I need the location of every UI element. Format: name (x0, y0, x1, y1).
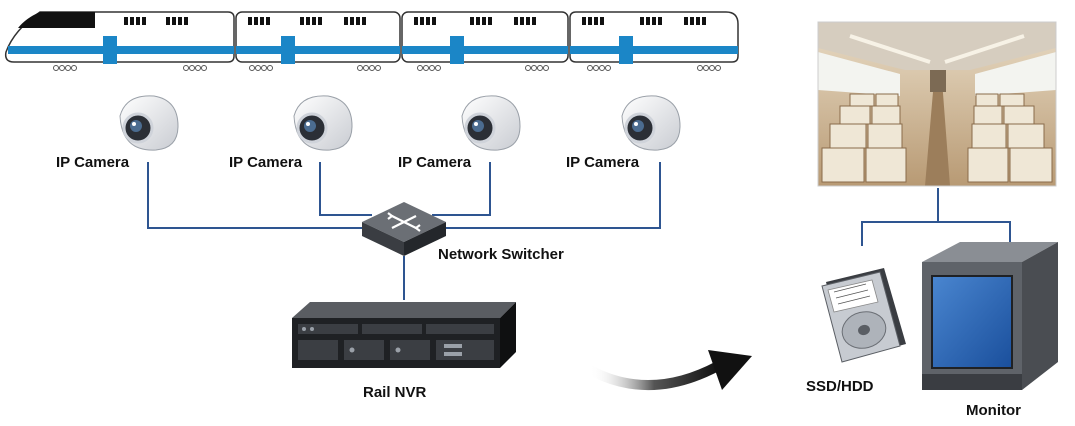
ip-camera-2 (293, 95, 353, 151)
train-car-2 (235, 11, 401, 71)
ip-camera-4 (621, 95, 681, 151)
wire-camera-4 (440, 162, 661, 229)
wire-camera-2 (319, 162, 372, 216)
train-stripe (8, 46, 234, 54)
network-switch (362, 202, 446, 256)
camera-2-label: IP Camera (229, 154, 303, 171)
train-interior-photo (817, 21, 1057, 187)
switch-label: Network Switcher (438, 246, 564, 263)
monitor-label: Monitor (966, 402, 1021, 419)
camera-1-label: IP Camera (56, 154, 130, 171)
train-car-tail (569, 11, 739, 71)
monitor-icon (922, 242, 1058, 390)
hard-drive-icon (821, 268, 906, 363)
train (4, 11, 739, 71)
network-wiring (147, 162, 1011, 300)
nvr-label: Rail NVR (363, 384, 427, 401)
wire-camera-3 (432, 162, 491, 216)
switch-arrows-icon (387, 212, 421, 232)
train-car-lead (4, 11, 235, 71)
camera-3-label: IP Camera (398, 154, 472, 171)
ip-camera-3 (461, 95, 521, 151)
train-door (103, 36, 117, 64)
flow-arrow-icon (585, 350, 752, 390)
rail-nvr-device (292, 302, 516, 368)
wire-storage-monitor (861, 221, 1011, 246)
camera-4-label: IP Camera (566, 154, 640, 171)
wire-camera-1 (147, 162, 365, 229)
storage-label: SSD/HDD (806, 378, 874, 395)
train-car-3 (401, 11, 569, 71)
ip-camera-1 (119, 95, 179, 151)
